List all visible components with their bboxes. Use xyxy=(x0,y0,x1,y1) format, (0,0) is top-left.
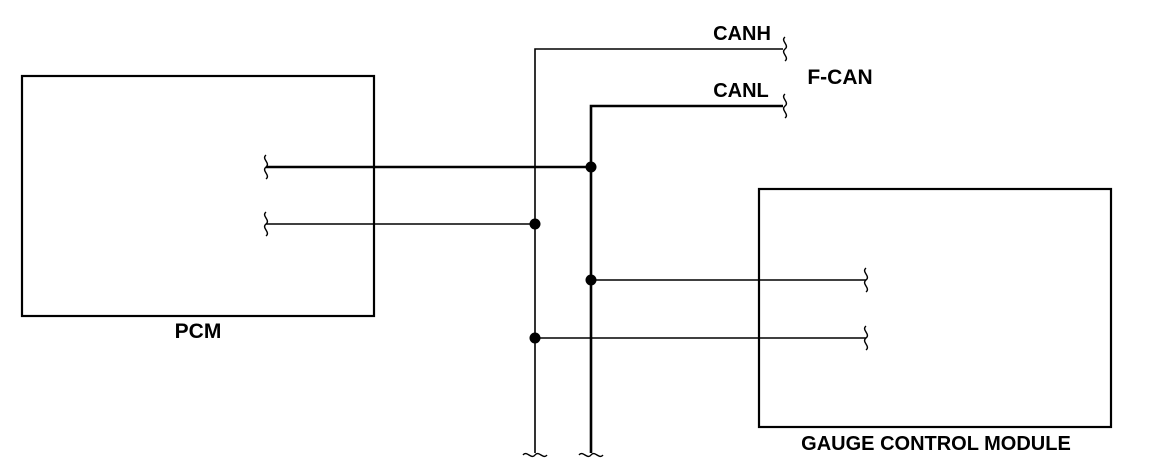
splice-dot xyxy=(585,161,597,173)
pcm-module-box xyxy=(20,74,376,318)
pcm-canl-connector-break xyxy=(263,154,269,180)
gauge-canh-connector-break xyxy=(863,325,869,351)
pcm-canh-connector-break xyxy=(263,211,269,237)
gauge-canl-connector-break xyxy=(863,267,869,293)
canh-label: CANH xyxy=(713,23,771,45)
f-can-label: F-CAN xyxy=(807,66,872,89)
canh-bottom-break xyxy=(522,452,548,458)
canh-bus-line xyxy=(534,48,783,453)
canl-connector-break xyxy=(782,93,788,119)
splice-dot xyxy=(529,218,541,230)
pcm-label: PCM xyxy=(175,320,222,343)
canh-connector-break xyxy=(782,36,788,62)
splice-dot xyxy=(585,274,597,286)
canl-bottom-break xyxy=(578,452,604,458)
splice-dot xyxy=(529,332,541,344)
gauge-control-module-box xyxy=(757,187,1113,429)
gauge-control-module-label: GAUGE CONTROL MODULE xyxy=(801,433,1071,455)
canl-label: CANL xyxy=(713,80,769,102)
